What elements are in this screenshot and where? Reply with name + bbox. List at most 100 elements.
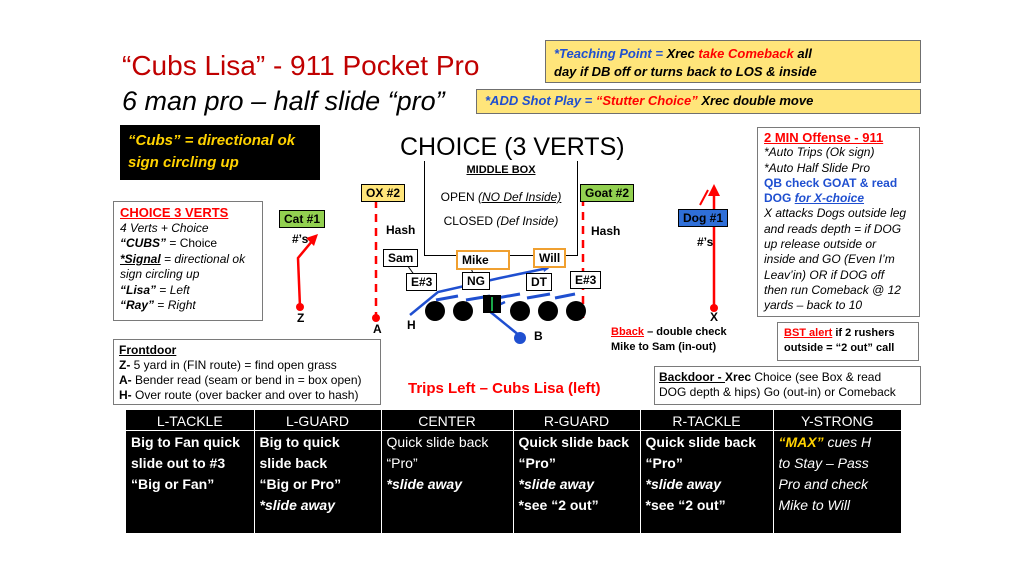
table-header: Y-STRONG (772, 410, 901, 431)
signal-term: *Signal (120, 251, 161, 266)
two-min-line9: Leav’in) OR if DOG off (764, 267, 885, 282)
shot-play-choice: “Stutter Choice” (595, 93, 698, 108)
bback-line2: Mike to Sam (in-out) (611, 341, 717, 353)
x-route-stem (699, 189, 709, 206)
choice-legend-box: CHOICE 3 VERTS 4 Verts + Choice “CUBS” =… (113, 201, 263, 321)
table-header: L-GUARD (253, 410, 381, 431)
pro-block-1 (435, 294, 459, 302)
signal-def: = directional ok (160, 251, 246, 266)
backdoor-xrec: Xrec (725, 370, 752, 384)
backdoor-key: Backdoor - (659, 370, 726, 384)
pro-block-4 (526, 292, 551, 300)
frontdoor-h-text: Over route (over backer and over to hash… (131, 388, 359, 402)
open-note: (NO Def Inside) (477, 190, 562, 204)
goat2-tag: Goat #2 (580, 184, 635, 202)
a-label: A (373, 322, 382, 336)
formation-label: Trips Left – Cubs Lisa (left) (408, 380, 601, 397)
frontdoor-z-text: 5 yard in (FIN route) = find open grass (130, 358, 337, 372)
choice-heading: CHOICE (3 VERTS) (400, 133, 625, 161)
bst-rest: if 2 rushers (832, 327, 895, 339)
frontdoor-box: Frontdoor Z- 5 yard in (FIN route) = fin… (113, 339, 381, 405)
ol-y (566, 301, 586, 321)
play-title: “Cubs Lisa” - 911 Pocket Pro (122, 50, 480, 81)
teaching-point-note: *Teaching Point = Xrec take Comeback all… (545, 40, 921, 83)
cubs-note: “Cubs” = directional ok sign circling up (120, 125, 320, 180)
table-header: L-TACKLE (156, 413, 223, 429)
sam-tag: Sam (383, 249, 419, 267)
choice-legend-title: CHOICE 3 VERTS (120, 205, 229, 220)
teaching-point-take: take Comeback (698, 46, 794, 61)
teaching-point-rest: all (793, 46, 812, 61)
shot-play-prefix: *ADD Shot Play = (485, 93, 596, 108)
x-route-arrow (708, 184, 720, 196)
signal-def-cont: sign circling up (120, 267, 200, 281)
lisa-def: Left (169, 282, 190, 297)
teaching-point-xrec: Xrec (666, 46, 699, 61)
z-label: Z (297, 311, 305, 325)
ol-rg (510, 301, 530, 321)
ol-rt (538, 301, 558, 321)
max-term: “MAX” (778, 434, 824, 450)
table-header: R-GUARD (512, 410, 640, 431)
ray-term: “Ray” (120, 298, 155, 312)
closed-note: (Def Inside) (496, 214, 559, 228)
frontdoor-title: Frontdoor (119, 343, 177, 357)
two-min-line2: *Auto Half Slide Pro (764, 160, 871, 175)
shot-play-note: *ADD Shot Play = “Stutter Choice” Xrec d… (476, 89, 921, 114)
two-min-dog: DOG (764, 191, 795, 206)
table-cell-y: “MAX” cues H to Stay – Pass Pro and chec… (772, 430, 901, 533)
two-min-x-choice: for X-choice (794, 191, 865, 206)
ng-tag: NG (462, 272, 490, 290)
z-route-arrow (306, 234, 318, 246)
a-player (372, 314, 380, 322)
bst-label: BST alert (784, 327, 833, 339)
two-min-line11: yards – back to 10 (764, 298, 863, 313)
shot-play-rest: Xrec double move (697, 93, 814, 108)
h-label: H (407, 318, 416, 332)
pro-block-5 (554, 292, 576, 300)
dog1-tag: Dog #1 (678, 209, 729, 227)
dt-tag: DT (526, 273, 552, 291)
cubs-note-line1: “Cubs” = directional ok (128, 132, 296, 149)
table-cell-rt: Quick slide back “Pro” *slide away *see … (639, 430, 773, 533)
cubs-note-line2: sign circling up (128, 154, 239, 171)
bback-note: Bback – double check Mike to Sam (in-out… (611, 325, 727, 355)
play-subtitle: 6 man pro – half slide “pro” (122, 86, 445, 116)
x-label: X (710, 310, 719, 324)
backdoor-box: Backdoor - Xrec Choice (see Box & read D… (654, 366, 921, 405)
bst-line2: outside = “2 out” call (784, 342, 895, 354)
cubs-def: = Choice (166, 236, 218, 250)
frontdoor-a-text: Bender read (seam or bend in = box open) (131, 373, 362, 387)
backdoor-rest: Choice (see Box & read (751, 370, 882, 384)
table-header: R-TACKLE (639, 410, 773, 431)
table-cell-rg: Quick slide back “Pro” *slide away *see … (512, 430, 640, 533)
e3-right-tag: E#3 (570, 271, 602, 289)
lisa-eq: = (156, 282, 170, 297)
hash-left-label: Hash (386, 223, 416, 237)
will-tag: Will (533, 248, 566, 268)
middle-box-title: MIDDLE BOX (466, 164, 536, 176)
b-label: B (534, 329, 543, 343)
table-cell-center: Quick slide back “Pro” *slide away (380, 430, 513, 533)
z-player (296, 303, 304, 311)
two-min-title: 2 MIN Offense - 911 (764, 130, 884, 145)
table-cell-lt: Big to Fan quick slide out to #3 “Big or… (126, 430, 254, 533)
table-row: Big to Fan quick slide out to #3 “Big or… (126, 430, 901, 533)
b-player (514, 332, 526, 344)
table-header: CENTER (380, 410, 513, 431)
two-minute-offense-box: 2 MIN Offense - 911 *Auto Trips (Ok sign… (757, 127, 920, 317)
two-min-line7: up release outside or (764, 237, 877, 252)
ox2-tag: OX #2 (361, 184, 406, 202)
mike-tag: Mike (456, 250, 510, 270)
bback-label: Bback (611, 326, 645, 338)
table-cell-lg: Big to quick slide back “Big or Pro” *sl… (253, 430, 381, 533)
bst-alert-box: BST alert if 2 rushers outside = “2 out”… (777, 322, 919, 361)
bback-rest: – double check (644, 326, 727, 338)
frontdoor-h-key: H- (119, 388, 132, 402)
two-min-line5: X attacks Dogs outside leg (764, 206, 907, 221)
teaching-point-prefix: *Teaching Point = (554, 46, 667, 61)
ray-eq: = (154, 298, 168, 312)
table-header-row: L-TACKLE L-GUARD CENTER R-GUARD R-TACKLE… (126, 410, 901, 431)
lisa-term: “Lisa” (120, 282, 157, 297)
frontdoor-a-key: A- (119, 373, 132, 387)
